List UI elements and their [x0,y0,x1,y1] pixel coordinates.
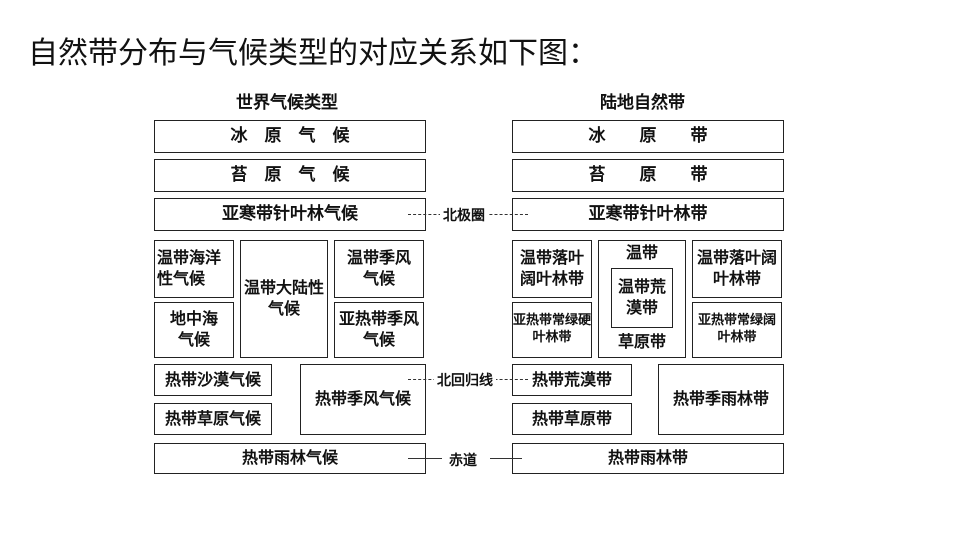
zone-subtropical-evergreen: 亚热带常绿阔叶林带 [692,302,782,358]
zone-tundra: 苔 原 带 [512,159,784,192]
equator-label: 赤道 [449,453,477,469]
zone-temperate-deciduous-right: 温带落叶阔叶林带 [692,240,782,298]
climate-tropical-rainforest: 热带雨林气候 [154,443,426,474]
climate-subtropical-monsoon-label: 亚热带季风气候 [339,309,420,349]
climate-temperate-continental-label: 温带大陆性气候 [244,278,325,318]
zone-temperate-group: 温带 温带荒漠带 草原带 [598,240,686,358]
climate-tundra: 苔 原 气 候 [154,159,426,192]
climate-temperate-continental: 温带大陆性气候 [240,240,328,358]
zone-temperate-desert: 温带荒漠带 [611,268,673,328]
zone-tropical-monsoon-forest: 热带季雨林带 [658,364,784,435]
climate-temperate-maritime-label: 温带海洋性气候 [157,248,222,288]
zone-temperate-deciduous-left: 温带落叶阔叶林带 [512,240,592,298]
zone-temperate-label: 温带 [625,243,658,262]
zone-grassland-label: 草原带 [617,332,666,352]
climate-column-header: 世界气候类型 [236,93,338,113]
zone-temperate-group-inner: 温带 温带荒漠带 草原带 [611,241,673,357]
climate-ice-cap: 冰 原 气 候 [154,120,426,153]
zone-subtropical-evergreen-label: 亚热带常绿阔叶林带 [697,313,776,345]
climate-subarctic: 亚寒带针叶林气候 [154,198,426,231]
climate-tropical-monsoon: 热带季风气候 [300,364,426,435]
climate-subtropical-monsoon: 亚热带季风气候 [334,302,424,358]
page-title: 自然带分布与气候类型的对应关系如下图： [28,36,598,71]
zone-temperate-deciduous-left-label: 温带落叶阔叶林带 [519,248,584,288]
tropic-of-cancer-label: 北回归线 [434,370,496,390]
climate-temperate-monsoon: 温带季风气候 [334,240,424,298]
equator-line-right [490,458,522,459]
zone-temperate-desert-label: 温带荒漠带 [618,277,667,317]
climate-mediterranean: 地中海气候 [154,302,234,358]
arctic-circle-label: 北极圈 [440,205,488,225]
zone-temperate-deciduous-right-label: 温带落叶阔叶林带 [697,248,778,288]
equator-line-left [408,458,442,459]
zone-tropical-savanna: 热带草原带 [512,403,632,435]
zone-subtropical-sclerophyll: 亚热带常绿硬叶林带 [512,302,592,358]
zone-ice-cap: 冰 原 带 [512,120,784,153]
zone-tropical-desert: 热带荒漠带 [512,364,632,396]
zones-column-header: 陆地自然带 [600,93,685,113]
climate-temperate-maritime: 温带海洋性气候 [154,240,234,298]
zone-taiga: 亚寒带针叶林带 [512,198,784,231]
climate-mediterranean-label: 地中海气候 [170,309,219,349]
climate-tropical-desert: 热带沙漠气候 [154,364,272,396]
climate-temperate-monsoon-label: 温带季风气候 [347,248,412,288]
zone-tropical-rainforest: 热带雨林带 [512,443,784,474]
zone-subtropical-sclerophyll-label: 亚热带常绿硬叶林带 [513,313,592,345]
climate-tropical-savanna: 热带草原气候 [154,403,272,435]
